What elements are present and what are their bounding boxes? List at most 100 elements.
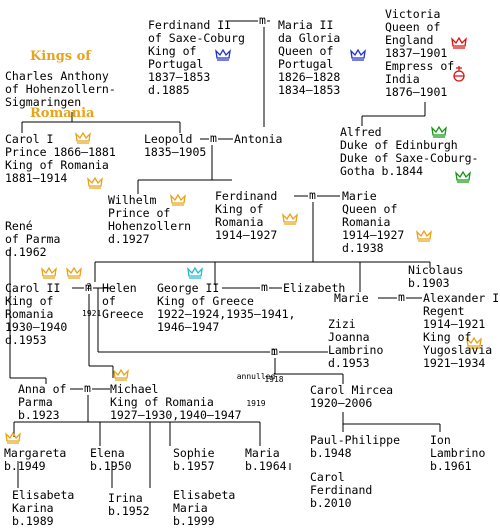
person-line: b.1950 <box>90 459 132 473</box>
person-line: Greece <box>102 307 144 321</box>
person-line: Helen <box>102 281 137 295</box>
person-line: Elisabeta <box>173 488 236 502</box>
title-line-2: Romania <box>30 106 95 121</box>
person-line: Elena <box>90 446 125 460</box>
person-line: Michael <box>110 382 159 396</box>
person-line: Alfred <box>340 125 382 139</box>
annulled-year: 1919 <box>246 399 266 408</box>
person-line: King of <box>5 294 54 308</box>
person-line: Ferdinand <box>215 189 278 203</box>
person-line: England <box>385 33 434 47</box>
person-line: Victoria <box>385 7 441 21</box>
person-line: Margareta <box>4 446 67 460</box>
person-line: b.1948 <box>310 446 352 460</box>
person-line: d.1962 <box>5 245 47 259</box>
person-line: Joanna <box>328 330 370 344</box>
person-line: King of Romania <box>110 395 214 409</box>
person-line: d.1953 <box>328 356 370 370</box>
person-line: b.1964 <box>245 459 287 473</box>
orb-icon <box>453 66 465 82</box>
title-line-1: Kings of <box>30 49 91 64</box>
crown-icon <box>75 131 91 144</box>
person-line: b.2010 <box>310 496 352 510</box>
person-line: Alexander II <box>423 291 500 305</box>
crown-icon <box>451 36 467 49</box>
person-line: 1921–1934 <box>423 356 486 370</box>
person-line: Romania <box>5 307 54 321</box>
crown-icon <box>187 266 203 279</box>
person-line: 1914–1927 <box>342 228 405 242</box>
person-line: of Saxe-Coburg <box>148 31 245 45</box>
person-line: da Gloria <box>278 31 341 45</box>
person-line: Parma <box>18 395 53 409</box>
crown-icon <box>215 48 231 61</box>
person-line: Romania <box>342 215 391 229</box>
person-line: 1914–1927 <box>215 228 278 242</box>
person-line: of Parma <box>5 232 61 246</box>
person-line: Duke of Saxe-Coburg- <box>340 151 479 165</box>
person-line: of Hohenzollern- <box>5 82 116 96</box>
crown-icon <box>416 229 432 242</box>
person-line: Lambrino <box>328 343 384 357</box>
person-elizabeth: Elizabeth <box>283 282 345 295</box>
person-line: d.1885 <box>148 83 190 97</box>
chart-title: Kings of Romania <box>30 9 94 142</box>
person-line: b.1923 <box>18 408 60 422</box>
person-line: Empress of <box>385 59 455 73</box>
person-line: b.1957 <box>173 459 215 473</box>
person-line: d.1953 <box>5 333 47 347</box>
person-line: Gotha b.1844 <box>340 164 424 178</box>
person-antonia: Antonia <box>234 133 282 146</box>
crown-icon <box>350 48 366 61</box>
person-line: Portugal <box>148 57 204 71</box>
person-line: Elizabeth <box>283 281 346 295</box>
person-line: 1920–2006 <box>310 396 373 410</box>
person-marie2: Marie <box>334 292 369 305</box>
person-line: Ferdinand <box>310 483 373 497</box>
person-line: 1927–1930,1940–1947 <box>110 408 242 422</box>
person-line: 1876–1901 <box>385 85 448 99</box>
annulled-label: annulled 1919 <box>236 354 276 417</box>
person-line: Hohenzollern <box>108 219 192 233</box>
person-line: d.1938 <box>342 241 384 255</box>
person-line: b.1989 <box>12 514 54 528</box>
person-line: Queen of <box>385 20 441 34</box>
person-line: Lambrino <box>430 446 486 460</box>
annulled-text: annulled <box>236 372 276 381</box>
person-line: Charles Anthony <box>5 69 109 83</box>
marriage-number: 2 <box>86 282 92 291</box>
person-line: 1930–1940 <box>5 320 68 334</box>
person-line: Carol Mircea <box>310 383 394 397</box>
crown-icon <box>66 266 82 279</box>
person-line: Elisabeta <box>12 488 75 502</box>
person-line: 1837–1853 <box>148 70 211 84</box>
person-line: René <box>5 219 33 233</box>
person-line: Yugoslavia <box>423 343 493 357</box>
person-line: d.1927 <box>108 232 150 246</box>
person-line: Sophie <box>173 446 215 460</box>
person-line: George II <box>157 281 220 295</box>
person-line: 1914–1921 <box>423 317 486 331</box>
person-line: Karina <box>12 501 54 515</box>
person-line: Zizi <box>328 317 356 331</box>
marriage-symbol: m <box>397 290 406 304</box>
marriage-symbol: m <box>209 131 218 145</box>
person-line: Portugal <box>278 57 334 71</box>
